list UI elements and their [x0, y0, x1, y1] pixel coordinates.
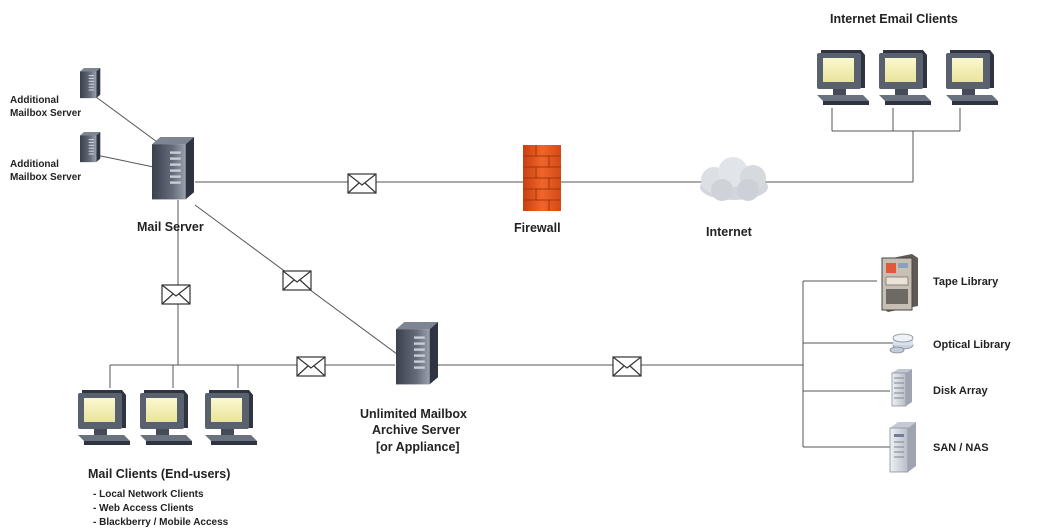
optical-library-label: Optical Library — [933, 339, 1012, 351]
mail-clients: Mail Clients (End-users) - Local Network… — [78, 390, 257, 528]
server-icon — [80, 68, 101, 99]
additional-mailbox-server-2-label-line2: Mailbox Server — [10, 172, 81, 183]
server-icon — [152, 137, 194, 200]
server-icon — [396, 322, 438, 385]
additional-mailbox-server-2-label-line1: Additional — [10, 159, 59, 170]
envelope-icon — [296, 356, 326, 377]
firewall-label: Firewall — [514, 221, 561, 235]
firewall-icon — [523, 145, 561, 211]
envelope-icon — [282, 270, 312, 291]
internet-label: Internet — [706, 225, 753, 239]
disk-array-label: Disk Array — [933, 385, 989, 397]
tape-library-label: Tape Library — [933, 276, 999, 288]
optical-disc-icon — [889, 333, 914, 354]
san-nas-icon — [889, 422, 916, 473]
mail-clients-item-web: - Web Access Clients — [93, 503, 194, 514]
san-nas-label: SAN / NAS — [933, 442, 989, 454]
firewall: Firewall — [514, 145, 561, 235]
archive-server-label-line1: Unlimited Mailbox — [360, 407, 467, 421]
disk-array-icon — [891, 369, 912, 407]
envelope-icon — [347, 173, 377, 194]
archive-server: Unlimited Mailbox Archive Server [or App… — [360, 322, 467, 454]
additional-mailbox-server-1-label-line1: Additional — [10, 95, 59, 106]
internet: Internet — [700, 157, 768, 239]
envelope-icon — [161, 284, 191, 305]
internet-email-clients-label: Internet Email Clients — [830, 12, 958, 26]
additional-mailbox-server-2: Additional Mailbox Server — [10, 132, 101, 183]
mail-server-label: Mail Server — [137, 220, 204, 234]
mail-clients-title: Mail Clients (End-users) — [88, 467, 230, 481]
computer-icon — [78, 390, 130, 445]
internet-email-clients: Internet Email Clients — [817, 12, 998, 105]
mail-server: Mail Server — [137, 137, 204, 234]
computer-icon — [946, 50, 998, 105]
archive-server-label-line2: Archive Server — [372, 423, 460, 437]
computer-icon — [205, 390, 257, 445]
connection-lines — [95, 96, 961, 448]
server-icon — [80, 132, 101, 163]
tape-library: Tape Library — [881, 254, 999, 312]
computer-icon — [879, 50, 931, 105]
envelope-icon — [612, 356, 642, 377]
tape-library-icon — [881, 254, 918, 312]
mail-clients-item-local: - Local Network Clients — [93, 489, 204, 500]
additional-mailbox-server-1: Additional Mailbox Server — [10, 68, 101, 119]
mail-clients-item-mobile: - Blackberry / Mobile Access — [93, 517, 229, 528]
optical-library: Optical Library — [889, 333, 1012, 354]
computer-icon — [817, 50, 869, 105]
archive-server-label-line3: [or Appliance] — [376, 440, 460, 454]
cloud-icon — [700, 157, 768, 201]
computer-icon — [140, 390, 192, 445]
san-nas: SAN / NAS — [889, 422, 989, 473]
additional-mailbox-server-1-label-line2: Mailbox Server — [10, 108, 81, 119]
disk-array: Disk Array — [891, 369, 989, 407]
